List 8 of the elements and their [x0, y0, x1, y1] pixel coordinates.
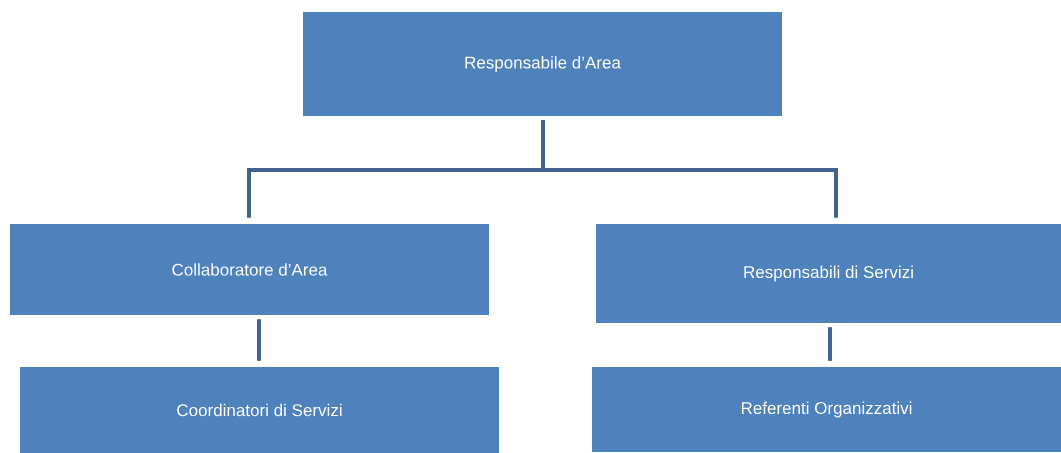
org-box: Coordinatori di Servizi — [20, 367, 499, 453]
org-box: Responsabile d’Area — [303, 12, 782, 116]
connector-line — [541, 120, 838, 218]
org-box: Responsabili di Servizi — [596, 224, 1061, 323]
org-box: Referenti Organizzativi — [592, 367, 1061, 452]
connector-line — [257, 319, 261, 361]
connector-line — [828, 327, 832, 361]
org-box: Collaboratore d’Area — [10, 224, 489, 315]
